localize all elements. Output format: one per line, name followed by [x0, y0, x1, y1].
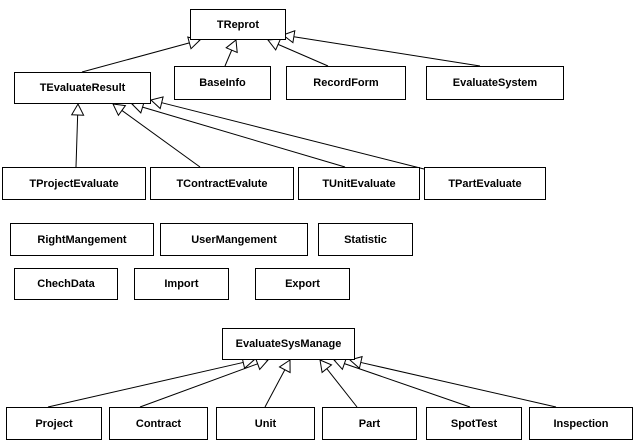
class-label: TReprot — [216, 18, 260, 31]
inheritance-line-inspection-to-evaluate_sys_manage — [360, 361, 557, 408]
inheritance-arrowhead-tcontract_evalute-to-tevaluate_result — [112, 103, 127, 117]
class-box-spot-test: SpotTest — [426, 407, 522, 440]
class-label: Unit — [254, 417, 277, 430]
class-box-right-mangement: RightMangement — [10, 223, 154, 256]
class-label: Import — [164, 278, 199, 290]
class-box-unit: Unit — [216, 407, 315, 440]
inheritance-line-tcontract_evalute-to-tevaluate_result — [121, 110, 201, 168]
class-box-contract: Contract — [109, 407, 208, 440]
inheritance-arrowhead-tpart_evaluate-to-tevaluate_result — [149, 96, 164, 110]
class-box-export: Export — [255, 268, 350, 300]
inheritance-line-tunit_evaluate-to-tevaluate_result — [142, 106, 346, 168]
inheritance-line-unit-to-evaluate_sys_manage — [264, 369, 286, 408]
class-label: TEvaluateResult — [39, 82, 126, 94]
class-box-record-form: RecordForm — [286, 66, 406, 100]
class-box-tevaluate-result: TEvaluateResult — [14, 72, 151, 104]
class-label: RightMangement — [37, 233, 127, 246]
class-label: TContractEvalute — [176, 177, 268, 190]
class-label: EvaluateSystem — [452, 77, 538, 89]
class-label: Part — [358, 417, 381, 430]
inheritance-line-tpart_evaluate-to-tevaluate_result — [161, 102, 429, 171]
class-label: EvaluateSysManage — [235, 338, 342, 350]
class-box-inspection: Inspection — [529, 407, 633, 440]
class-box-import: Import — [134, 268, 229, 300]
inheritance-line-spot_test-to-evaluate_sys_manage — [344, 363, 471, 408]
class-label: TProjectEvaluate — [29, 177, 119, 190]
class-box-evaluate-system: EvaluateSystem — [426, 66, 564, 100]
class-box-tunit-evaluate: TUnitEvaluate — [298, 167, 420, 200]
class-label: UserMangement — [191, 233, 277, 246]
class-box-chech-data: ChechData — [14, 268, 118, 300]
inheritance-line-tproject_evaluate-to-tevaluate_result — [75, 114, 79, 168]
inheritance-arrowhead-base_info-to-treprot — [225, 39, 238, 54]
class-label: TPartEvaluate — [448, 177, 522, 190]
inheritance-line-project-to-evaluate_sys_manage — [47, 361, 244, 408]
class-label: RecordForm — [313, 77, 379, 89]
class-label: Export — [285, 278, 320, 290]
class-box-tproject-evaluate: TProjectEvaluate — [2, 167, 146, 200]
inheritance-line-part-to-evaluate_sys_manage — [326, 368, 358, 408]
class-box-tcontract-evalute: TContractEvalute — [150, 167, 294, 200]
class-label: TUnitEvaluate — [322, 177, 396, 190]
class-label: SpotTest — [450, 417, 498, 430]
inheritance-line-base_info-to-treprot — [224, 49, 233, 67]
inheritance-arrowhead-unit-to-evaluate_sys_manage — [278, 359, 291, 374]
class-box-tpart-evaluate: TPartEvaluate — [424, 167, 546, 200]
class-label: Project — [35, 417, 73, 430]
class-label: ChechData — [37, 278, 95, 290]
inheritance-arrowhead-part-to-evaluate_sys_manage — [319, 359, 333, 374]
inheritance-line-tevaluate_result-to-treprot — [81, 42, 190, 73]
class-label: BaseInfo — [199, 77, 246, 89]
inheritance-arrowhead-evaluate_system-to-treprot — [281, 30, 296, 44]
class-label: Inspection — [553, 417, 609, 430]
class-box-project: Project — [6, 407, 102, 440]
inheritance-line-evaluate_system-to-treprot — [293, 36, 481, 67]
class-box-statistic: Statistic — [318, 223, 413, 256]
class-box-user-mangement: UserMangement — [160, 223, 308, 256]
class-box-treprot: TReprot — [190, 9, 286, 40]
class-box-evaluate-sys-manage: EvaluateSysManage — [222, 328, 355, 360]
inheritance-line-contract-to-evaluate_sys_manage — [139, 363, 258, 408]
class-box-base-info: BaseInfo — [174, 66, 271, 100]
class-label: Contract — [135, 417, 182, 430]
inheritance-arrowhead-record_form-to-treprot — [267, 38, 282, 51]
inheritance-line-record_form-to-treprot — [277, 43, 329, 67]
class-label: Statistic — [344, 233, 387, 246]
inheritance-arrowhead-tproject_evaluate-to-tevaluate_result — [70, 102, 85, 116]
class-box-part: Part — [322, 407, 417, 440]
